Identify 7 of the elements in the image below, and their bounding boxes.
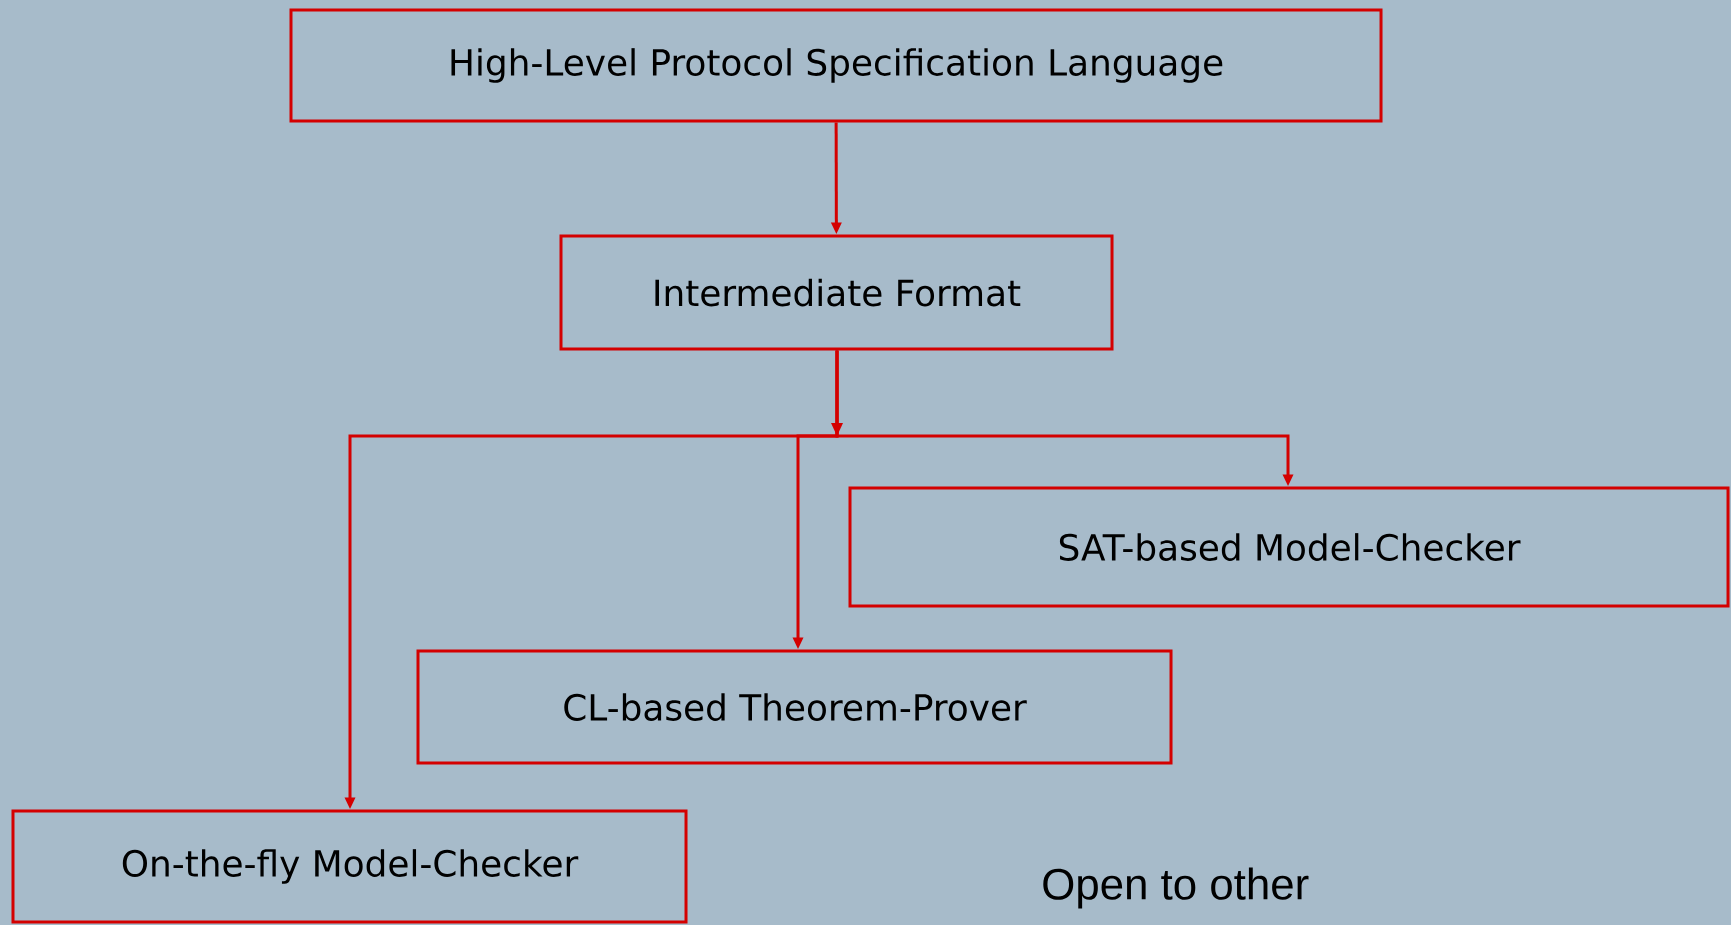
process-box: On-the-fly Model-Checker [11, 809, 688, 924]
process-box: CL-based Theorem-Prover [416, 649, 1173, 765]
note-text: Open to other [1043, 867, 1309, 909]
process-box: SAT-based Model-Checker [848, 486, 1730, 608]
process-box: High-Level Protocol Specification Language [289, 8, 1383, 123]
arrowhead [831, 423, 843, 436]
process-box: Intermediate Format [559, 234, 1114, 351]
